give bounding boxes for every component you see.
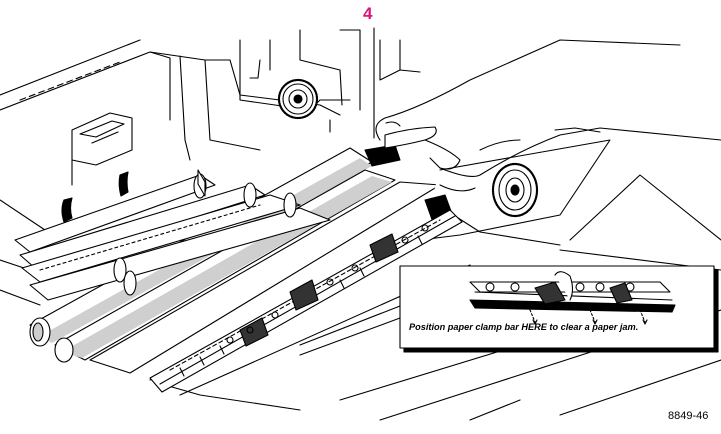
callout-number: 4 xyxy=(363,4,373,23)
inset-caption: Position paper clamp bar HERE to clear a… xyxy=(409,322,639,332)
gear-icon xyxy=(277,78,319,120)
gear-icon xyxy=(491,162,539,218)
inset-box xyxy=(299,265,719,356)
latch-bracket xyxy=(61,112,133,223)
hand-icon xyxy=(375,39,721,192)
back-frame xyxy=(239,29,421,133)
printer-housing xyxy=(0,39,341,306)
roller-assembly xyxy=(14,147,441,374)
paper-clamp-bar-icon xyxy=(149,209,463,393)
figure-number: 8849-46 xyxy=(668,410,709,422)
